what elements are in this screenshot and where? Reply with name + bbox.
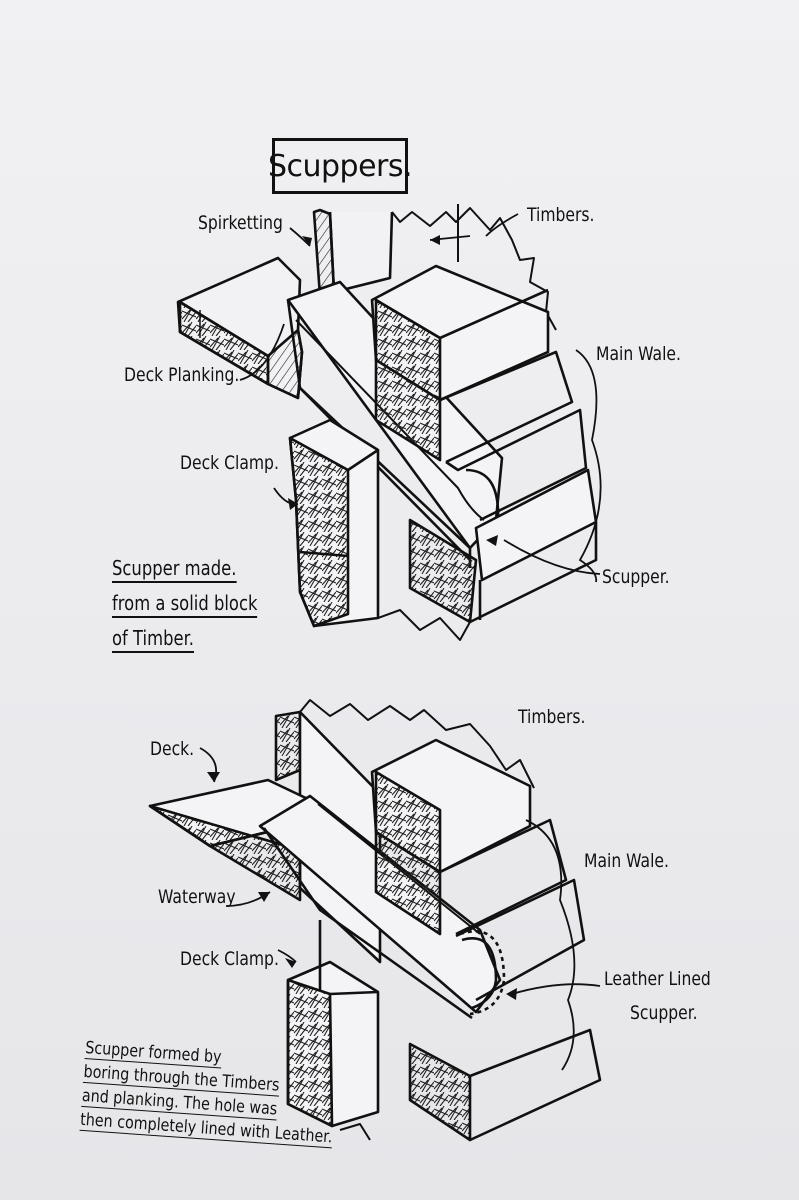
title-box: Scuppers. [268, 138, 413, 194]
bottom-deck-clamp [286, 920, 380, 1141]
label-leather-lined: Leather Lined [604, 968, 711, 990]
bottom-main-wale [370, 738, 602, 1142]
caption-bottom: Scupper formed by boring through the Tim… [79, 1038, 338, 1151]
top-deck-clamp [288, 418, 471, 641]
caption-top: Scupper made. from a solid block of Timb… [112, 556, 258, 661]
caption-top-line-1: Scupper made. [112, 556, 237, 583]
top-leaders [239, 213, 602, 583]
top-arrowheads [288, 235, 498, 546]
label-deck-clamp-bottom: Deck Clamp. [180, 948, 279, 970]
top-main-wale [370, 264, 598, 624]
label-timbers-top: Timbers. [527, 204, 595, 226]
label-main-wale-top: Main Wale. [596, 343, 681, 365]
label-spirketting: Spirketting [198, 212, 283, 234]
label-timbers-bottom: Timbers. [518, 706, 586, 728]
caption-top-line-2: from a solid block [112, 591, 258, 618]
label-scupper: Scupper. [602, 566, 670, 588]
label-waterway: Waterway [158, 886, 236, 908]
page-title: Scuppers. [267, 148, 413, 184]
bottom-diagram [148, 699, 602, 1142]
label-leather-scupper: Scupper. [630, 1002, 698, 1024]
bottom-arrowheads [207, 772, 517, 1000]
label-main-wale-bottom: Main Wale. [584, 850, 669, 872]
label-deck: Deck. [150, 738, 195, 760]
top-timbers [312, 204, 557, 331]
top-diagram [176, 204, 598, 641]
label-deck-clamp-top: Deck Clamp. [180, 452, 279, 474]
label-deck-planking: Deck Planking. [124, 364, 240, 386]
caption-top-line-3: of Timber. [112, 626, 195, 653]
